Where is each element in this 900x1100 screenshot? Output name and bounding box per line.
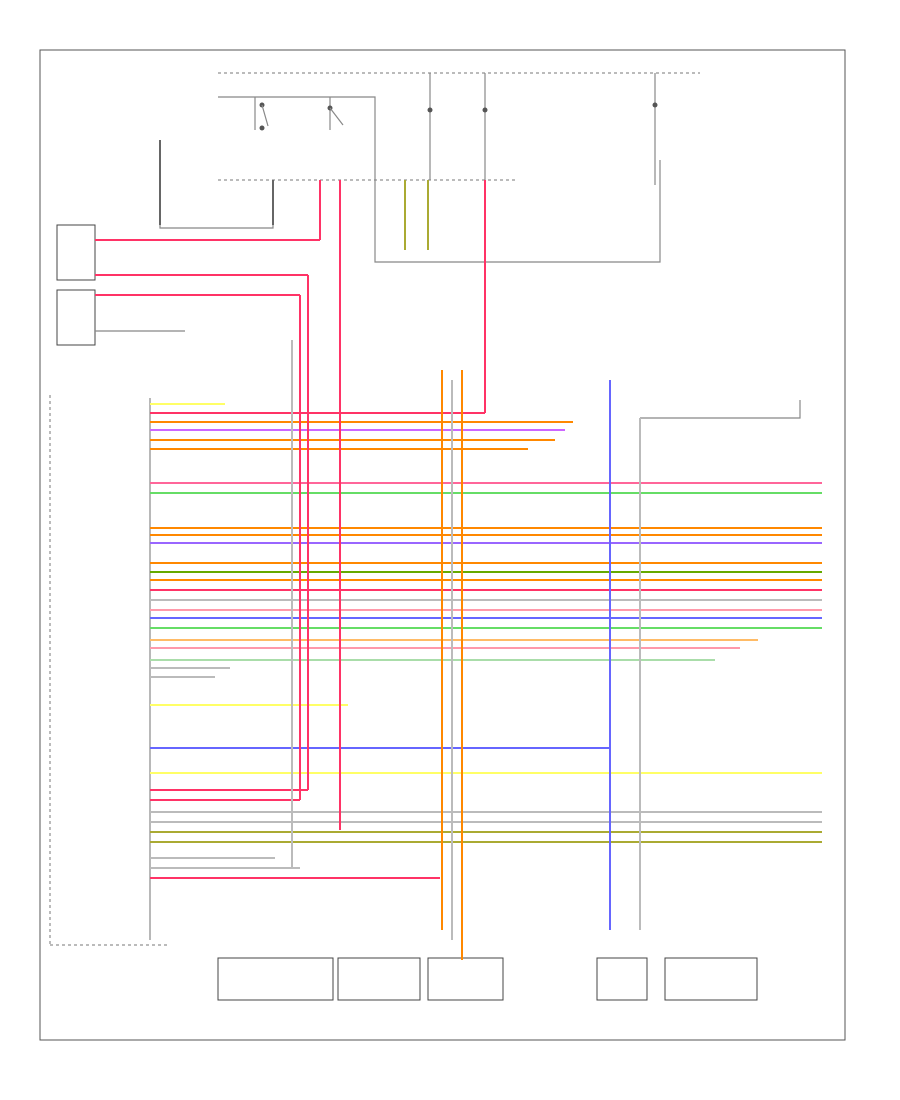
fuse-symbols xyxy=(427,73,658,185)
ecm-module xyxy=(49,395,170,946)
crankshaft-position-sensor xyxy=(217,957,334,1001)
neutral-safety-switch xyxy=(56,224,96,281)
vertical-harness-wires xyxy=(159,140,641,960)
camshaft-sensor xyxy=(664,957,758,1001)
ground-return-line xyxy=(374,160,661,263)
relay-symbol xyxy=(254,97,344,131)
knock-sensor xyxy=(596,957,648,1001)
ground-lead xyxy=(159,225,274,229)
maf-sensor xyxy=(427,957,504,1001)
diagram-frame xyxy=(39,49,846,1041)
harness-wires xyxy=(150,403,822,879)
relay-feed-line xyxy=(218,96,376,180)
right-ground-lead xyxy=(640,400,801,419)
park-neutral-switch xyxy=(56,289,96,346)
throttle-position-sensor xyxy=(337,957,421,1001)
